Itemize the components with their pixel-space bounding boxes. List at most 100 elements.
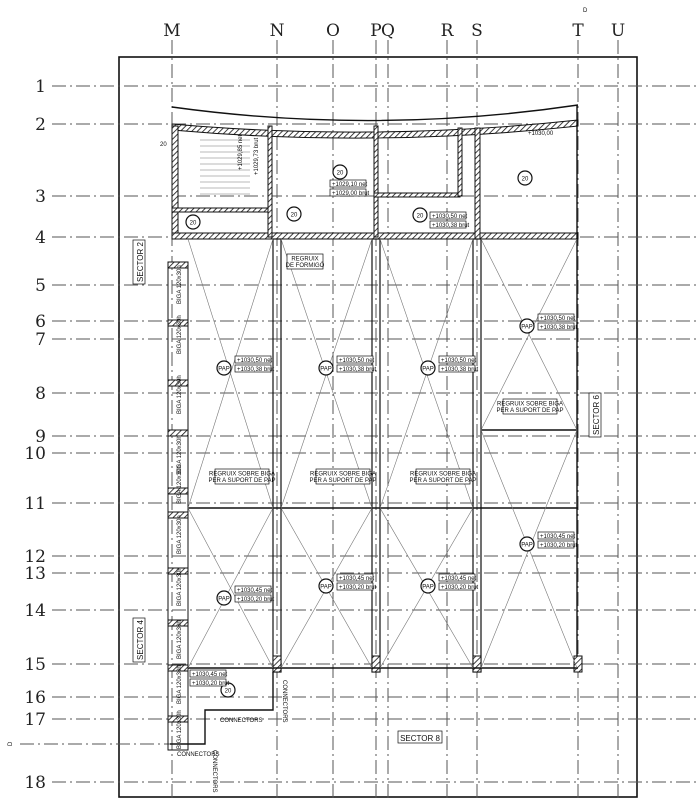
level-brut: +1029,00 brut	[332, 191, 370, 197]
slab-marker: 20	[337, 171, 344, 177]
regruix-note-line2: PER A SUPORT DE PAP	[309, 478, 376, 484]
pap-marker: PAP	[218, 367, 230, 373]
core-wall-p	[373, 125, 379, 238]
grid-label-row-13: 13	[24, 564, 46, 584]
stair-wall	[171, 207, 273, 213]
grid-label-row-3: 3	[35, 187, 46, 207]
grid-label-row-10: 10	[24, 444, 46, 464]
level-box	[336, 364, 374, 373]
pap-marker-circle	[318, 578, 334, 594]
section-mark-top: D	[583, 8, 588, 14]
sector-box	[132, 617, 146, 663]
beam-label: BIGA 120x30h	[177, 265, 183, 304]
beam-label: BIGA 120x30h	[177, 665, 183, 704]
connectors-label: CONNECTORS	[281, 680, 287, 723]
level-brut: +1030,20 brut	[237, 597, 275, 603]
sector-label: SECTOR 8	[400, 734, 440, 743]
level-box	[537, 322, 575, 331]
level-brut: +1030,20 brut	[540, 543, 578, 549]
beam-pad	[167, 319, 189, 327]
roof-edge	[171, 104, 579, 122]
grid-label-row-5: 5	[35, 276, 46, 296]
grid-label-col-N: N	[270, 21, 285, 41]
pap-marker: PAP	[521, 543, 533, 549]
column	[573, 655, 583, 673]
grid-label-row-7: 7	[35, 330, 46, 350]
regruix-note-box	[315, 468, 371, 485]
beam-label: BIGA 120x30h	[177, 515, 183, 554]
level-brut: +1030,38 brut	[432, 223, 470, 229]
slab-marker: 20	[225, 689, 232, 695]
beam-pad	[167, 715, 189, 723]
regruix-note-line2: PER A SUPORT DE PAP	[208, 478, 275, 484]
level-box	[329, 188, 367, 197]
room-wall-s	[457, 127, 463, 197]
pap-marker: PAP	[320, 367, 332, 373]
slab-marker-circle	[517, 170, 533, 186]
grid-label-col-U: U	[611, 21, 625, 41]
level-net: +1029,10 net	[332, 182, 368, 188]
section-mark: D	[8, 741, 14, 746]
level-box	[234, 594, 272, 603]
level-net: +1030,45 net	[192, 672, 228, 678]
bay-diagonal	[480, 238, 578, 431]
level-box	[537, 313, 575, 322]
grid-label-col-Q: Q	[381, 21, 395, 41]
bay-diagonal	[187, 238, 274, 509]
grid-label-row-4: 4	[35, 228, 46, 248]
level-box	[537, 531, 575, 540]
beam-label: BIGA 120x30h	[177, 710, 183, 749]
sector-box	[397, 730, 443, 744]
level-net: +1030,45 net	[441, 576, 477, 582]
pap-marker-circle	[216, 360, 232, 376]
dimension-label: 20	[160, 142, 167, 148]
level-brut: +1030,20 brut	[192, 681, 230, 687]
level-box	[234, 364, 272, 373]
level-box	[336, 355, 374, 364]
slab-marker-circle	[332, 164, 348, 180]
grid-label-row-17: 17	[24, 710, 46, 730]
level-box	[336, 582, 374, 591]
regruix-note-box	[415, 468, 471, 485]
core-wall-n	[267, 125, 273, 238]
level-brut: +1030,38 brut	[441, 367, 479, 373]
pap-marker: PAP	[218, 597, 230, 603]
grid-label-row-11: 11	[24, 494, 46, 514]
pap-marker-circle	[318, 360, 334, 376]
pap-marker: PAP	[422, 585, 434, 591]
beam-label: BIGA 120x30h	[177, 465, 183, 504]
grid-label-col-O: O	[326, 21, 340, 41]
grid-label-col-T: T	[572, 21, 584, 41]
formigo-note-line1: REGRUIX	[291, 257, 318, 263]
level-brut: +1030,38 brut	[237, 367, 275, 373]
grid-label-row-14: 14	[24, 601, 46, 621]
beam-pad	[167, 511, 189, 519]
grid-label-row-9: 9	[35, 427, 46, 447]
level-brut: +1030,38 brut	[540, 325, 578, 331]
grid-label-row-12: 12	[24, 547, 46, 567]
column	[272, 655, 282, 673]
grid-label-row-16: 16	[24, 688, 46, 708]
room-wall-r	[373, 192, 461, 198]
slab-marker-circle	[286, 206, 302, 222]
column	[371, 655, 381, 673]
sector-box	[588, 392, 602, 438]
core-wall-left	[171, 125, 179, 238]
connectors-outline	[170, 672, 274, 745]
level-net: +1030,45 net	[339, 576, 375, 582]
beam-pad	[167, 261, 189, 269]
level-box	[438, 355, 476, 364]
regruix-note-line2: PER A SUPORT DE PAP	[496, 408, 563, 414]
column	[472, 655, 482, 673]
level-box	[438, 582, 476, 591]
regruix-note-line2: PER A SUPORT DE PAP	[409, 478, 476, 484]
pap-marker-circle	[519, 318, 535, 334]
beam-label: BIGA 120x30h	[177, 435, 183, 474]
sector-4: SECTOR 4	[132, 617, 146, 663]
level-box	[189, 678, 227, 687]
grid-label-col-S: S	[471, 21, 483, 41]
regruix-note-line1: REGRUIX SOBRE BIGA	[209, 472, 275, 478]
level-brut: +1030,38 brut	[339, 367, 377, 373]
level-box	[438, 364, 476, 373]
